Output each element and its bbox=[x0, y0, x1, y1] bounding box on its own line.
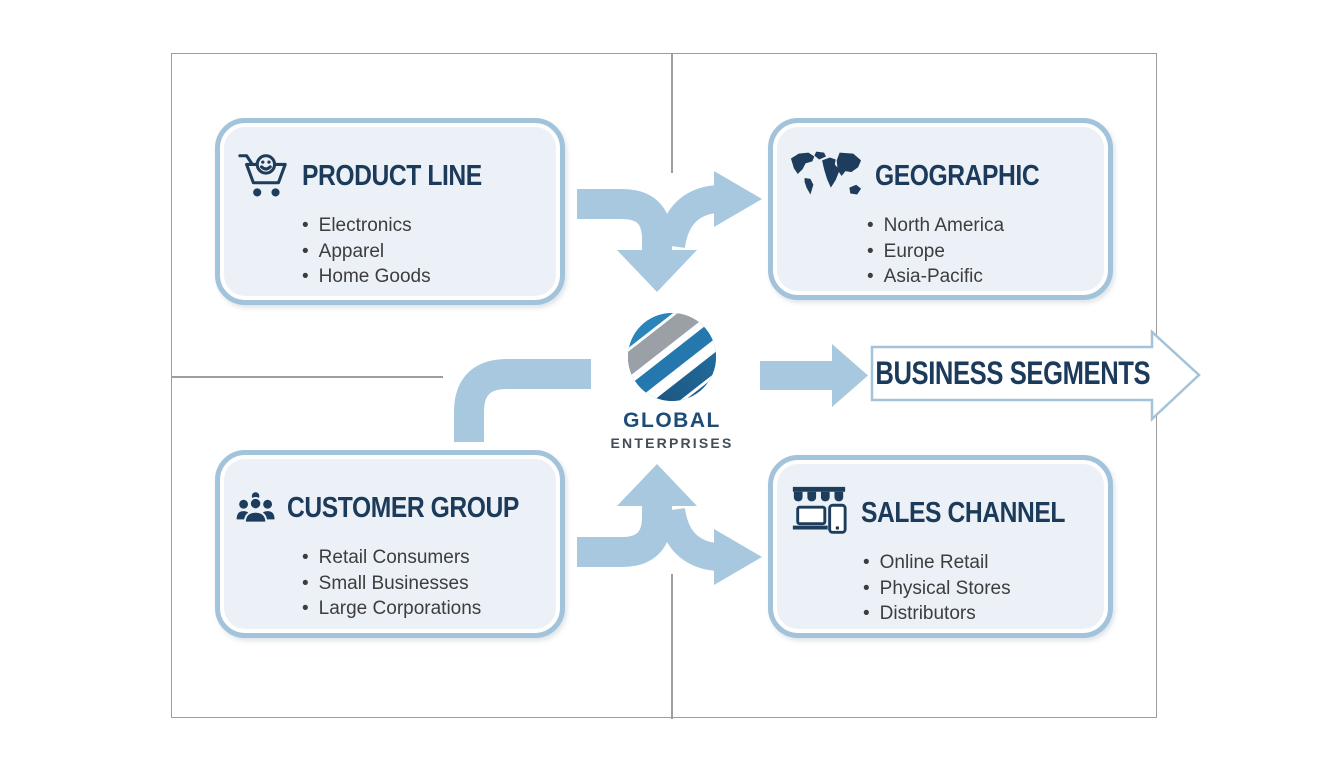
business-segments-label: BUSINESS SEGMENTS bbox=[872, 347, 1153, 400]
customer-group-list: Retail Consumers Small Businesses Large … bbox=[302, 545, 560, 622]
list-item: Large Corporations bbox=[302, 596, 560, 622]
list-item: Retail Consumers bbox=[302, 545, 560, 571]
center-divider-bottom bbox=[671, 574, 673, 719]
list-item: Physical Stores bbox=[863, 576, 1108, 602]
globe-swirl-icon bbox=[628, 313, 716, 401]
center-divider-top bbox=[671, 53, 673, 173]
list-item: Europe bbox=[867, 239, 1108, 265]
geographic-list: North America Europe Asia-Pacific bbox=[867, 213, 1108, 290]
customer-group-title: CUSTOMER GROUP bbox=[287, 491, 520, 524]
list-item: Home Goods bbox=[302, 264, 560, 290]
company-logo: GLOBAL ENTERPRISES bbox=[606, 303, 738, 453]
sales-channel-header: SALES CHANNEL bbox=[789, 480, 1108, 546]
geographic-box: GEOGRAPHIC North America Europe Asia-Pac… bbox=[768, 118, 1113, 300]
product-line-header: PRODUCT LINE bbox=[236, 143, 560, 209]
list-item: Asia-Pacific bbox=[867, 264, 1108, 290]
storefront-devices-icon bbox=[792, 486, 847, 534]
business-segments-text: BUSINESS SEGMENTS bbox=[875, 355, 1150, 391]
geographic-title: GEOGRAPHIC bbox=[875, 159, 1040, 192]
list-item: Small Businesses bbox=[302, 571, 560, 597]
sales-channel-box: SALES CHANNEL Online Retail Physical Sto… bbox=[768, 455, 1113, 638]
list-item: Electronics bbox=[302, 213, 560, 239]
geographic-header: GEOGRAPHIC bbox=[789, 143, 1108, 209]
list-item: Distributors bbox=[863, 601, 1108, 627]
list-item: Apparel bbox=[302, 239, 560, 265]
customer-group-box: CUSTOMER GROUP Retail Consumers Small Bu… bbox=[215, 450, 565, 638]
product-line-list: Electronics Apparel Home Goods bbox=[302, 213, 560, 290]
customer-group-header: CUSTOMER GROUP bbox=[236, 475, 560, 541]
world-map-icon bbox=[790, 151, 862, 195]
list-item: North America bbox=[867, 213, 1108, 239]
sales-channel-title: SALES CHANNEL bbox=[861, 496, 1066, 529]
shopping-cart-icon bbox=[238, 154, 287, 197]
sales-channel-list: Online Retail Physical Stores Distributo… bbox=[863, 550, 1108, 627]
brand-name: GLOBAL bbox=[623, 409, 721, 432]
product-line-box: PRODUCT LINE Electronics Apparel Home Go… bbox=[215, 118, 565, 305]
brand-subname: ENTERPRISES bbox=[610, 435, 734, 451]
left-divider-line bbox=[171, 376, 443, 378]
list-item: Online Retail bbox=[863, 550, 1108, 576]
people-group-icon bbox=[236, 492, 275, 524]
product-line-title: PRODUCT LINE bbox=[302, 159, 482, 192]
